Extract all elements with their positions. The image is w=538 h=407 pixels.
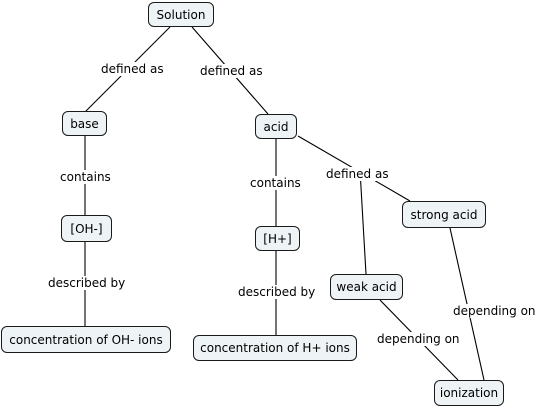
connector-acid-weak (359, 169, 367, 275)
label-h-conc: described by (236, 285, 318, 299)
node-oh[interactable]: [OH-] (61, 215, 112, 242)
label-oh-conc: described by (46, 276, 128, 290)
node-weak-acid[interactable]: weak acid (330, 274, 403, 300)
node-concentration-oh[interactable]: concentration of OH- ions (1, 326, 171, 353)
node-concentration-h[interactable]: concentration of H+ ions (193, 335, 357, 361)
label-acid-h: contains (248, 176, 303, 190)
node-solution[interactable]: Solution (148, 2, 214, 27)
label-strong-ionization: depending on (451, 304, 538, 318)
label-solution-base: defined as (99, 62, 166, 76)
label-weak-ionization: depending on (375, 332, 462, 346)
label-solution-acid: defined as (198, 64, 265, 78)
node-ionization[interactable]: ionization (434, 380, 504, 406)
node-h[interactable]: [H+] (255, 226, 300, 251)
label-acid-subtype: defined as (324, 167, 391, 181)
label-base-oh: contains (58, 170, 113, 184)
node-strong-acid[interactable]: strong acid (402, 201, 486, 228)
node-base[interactable]: base (62, 111, 107, 136)
node-acid[interactable]: acid (255, 114, 297, 139)
